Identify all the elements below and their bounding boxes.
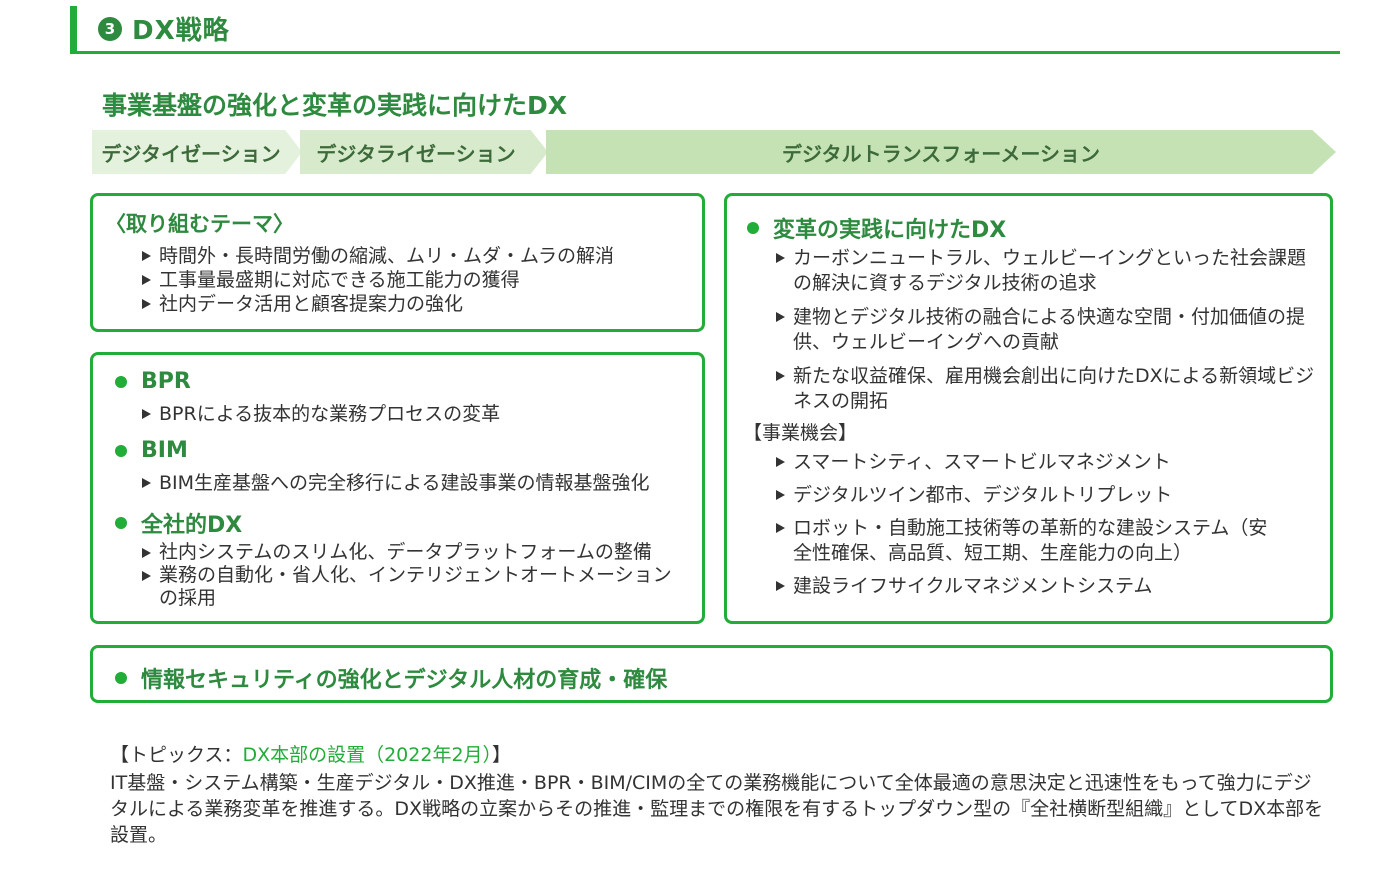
stage-digital-transformation: デジタルトランスフォーメーション (546, 130, 1336, 174)
business-opportunities-heading: 【事業機会】 (743, 422, 858, 444)
topics-close: 】 (492, 744, 512, 766)
topics-highlight: DX本部の設置（2022年2月） (242, 744, 493, 766)
heading-text: BPR (141, 369, 191, 394)
list-item: 社内データ活用と顧客提案力の強化 (137, 292, 614, 316)
list-item: カーボンニュートラル、ウェルビーイングといった社会課題の解決に資するデジタル技術… (771, 246, 1316, 296)
security-box: 情報セキュリティの強化とデジタル人材の育成・確保 (90, 645, 1333, 703)
transformation-list: カーボンニュートラル、ウェルビーイングといった社会課題の解決に資するデジタル技術… (771, 246, 1316, 423)
list-item: 建設ライフサイクルマネジメントシステム (771, 574, 1316, 599)
list-item: スマートシティ、スマートビルマネジメント (771, 450, 1316, 475)
themes-heading: 〈取り組むテーマ〉 (105, 212, 294, 236)
companywide-dx-heading: 全社的DX (115, 507, 242, 539)
list-item: 建物とデジタル技術の融合による快適な空間・付加価値の提供、ウェルビーイングへの貢… (771, 305, 1316, 355)
section-accent-bar (70, 6, 77, 54)
list-item: BPRによる抜本的な業務プロセスの変革 (137, 402, 500, 426)
section-rule (70, 51, 1340, 54)
bullet-dot-icon (115, 672, 127, 684)
topics-heading: 【トピックス：DX本部の設置（2022年2月）】 (110, 740, 511, 767)
section-title-text: DX戦略 (132, 16, 230, 46)
transformation-heading: 変革の実践に向けたDX (747, 212, 1006, 244)
business-opportunities-list: スマートシティ、スマートビルマネジメント デジタルツイン都市、デジタルトリプレッ… (771, 450, 1316, 607)
bpr-heading: BPR (115, 369, 191, 394)
bullet-dot-icon (115, 375, 127, 388)
list-item: 業務の自動化・省人化、インテリジェントオートメーションの採用 (137, 564, 677, 610)
stage-digitalization: デジタライゼーション (300, 130, 548, 174)
list-item: BIM生産基盤への完全移行による建設事業の情報基盤強化 (137, 471, 649, 495)
section-number-badge: 3 (98, 16, 122, 41)
bpr-list: BPRによる抜本的な業務プロセスの変革 (137, 402, 500, 426)
heading-text: 全社的DX (141, 513, 243, 538)
bullet-dot-icon (747, 222, 759, 234)
security-heading: 情報セキュリティの強化とデジタル人材の育成・確保 (115, 662, 667, 694)
page-subtitle: 事業基盤の強化と変革の実践に向けたDX (102, 91, 568, 120)
section-title: 3 DX戦略 (98, 10, 230, 47)
list-item: 新たな収益確保、雇用機会創出に向けたDXによる新領域ビジネスの開拓 (771, 364, 1316, 414)
topics-body: IT基盤・システム構築・生産デジタル・DX推進・BPR・BIM/CIMの全ての業… (110, 772, 1324, 846)
topics-open: 【トピックス： (110, 744, 243, 766)
themes-list: 時間外・長時間労働の縮減、ムリ・ムダ・ムラの解消 工事量最盛期に対応できる施工能… (137, 244, 614, 316)
companywide-dx-list: 社内システムのスリム化、データプラットフォームの整備 業務の自動化・省人化、イン… (137, 541, 677, 610)
heading-text: 情報セキュリティの強化とデジタル人材の育成・確保 (141, 668, 668, 693)
heading-text: BIM (141, 438, 188, 463)
bim-heading: BIM (115, 438, 188, 463)
themes-box: 〈取り組むテーマ〉 時間外・長時間労働の縮減、ムリ・ムダ・ムラの解消 工事量最盛… (90, 193, 705, 332)
initiatives-box: BPR BPRによる抜本的な業務プロセスの変革 BIM BIM生産基盤への完全移… (90, 352, 705, 624)
bullet-dot-icon (115, 444, 127, 457)
list-item: 時間外・長時間労働の縮減、ムリ・ムダ・ムラの解消 (137, 244, 614, 268)
bullet-dot-icon (115, 517, 127, 529)
bim-list: BIM生産基盤への完全移行による建設事業の情報基盤強化 (137, 471, 649, 495)
list-item: 工事量最盛期に対応できる施工能力の獲得 (137, 268, 614, 292)
stage-digitization: デジタイゼーション (92, 130, 302, 174)
list-item: 社内システムのスリム化、データプラットフォームの整備 (137, 541, 677, 564)
list-item: ロボット・自動施工技術等の革新的な建設システム（安全性確保、高品質、短工期、生産… (771, 516, 1273, 566)
heading-text: 変革の実践に向けたDX (773, 218, 1007, 243)
transformation-box: 変革の実践に向けたDX カーボンニュートラル、ウェルビーイングといった社会課題の… (724, 193, 1333, 624)
list-item: デジタルツイン都市、デジタルトリプレット (771, 483, 1316, 508)
